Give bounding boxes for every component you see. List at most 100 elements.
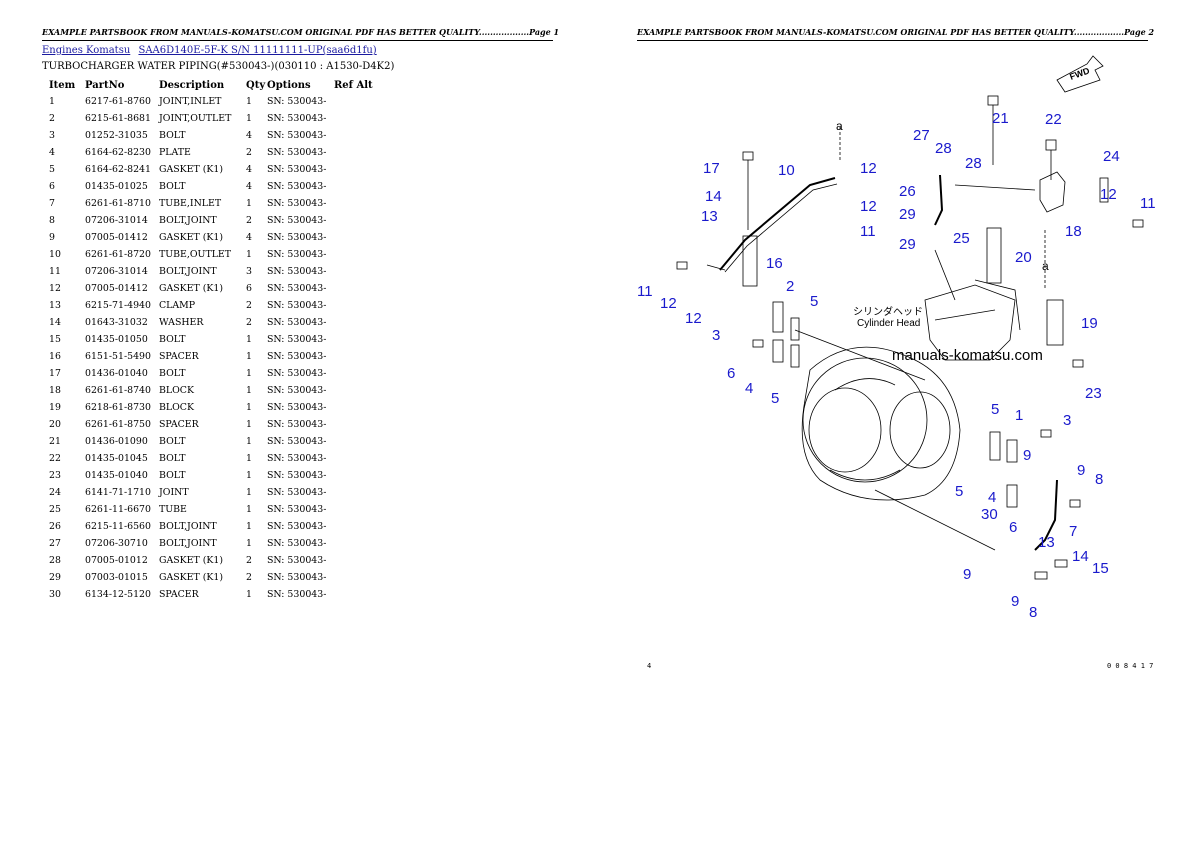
cell-description: BOLT: [159, 368, 186, 379]
cell-description: PLATE: [159, 147, 191, 158]
cell-description: BOLT,JOINT: [159, 521, 217, 532]
cell-ref-alt: [334, 518, 374, 535]
cell-ref-alt: [334, 552, 374, 569]
cell-options: SN: 530043-: [267, 283, 327, 294]
cell-partno: 07206-31014: [85, 266, 148, 277]
cell-options: SN: 530043-: [267, 164, 327, 175]
callout-number: 5: [991, 401, 999, 418]
callout-number: 16: [766, 255, 783, 272]
cell-item: 28: [49, 555, 61, 566]
cell-options: SN: 530043-: [267, 334, 327, 345]
cell-ref-alt: [334, 127, 374, 144]
callout-number: 28: [965, 155, 982, 172]
callout-number: 2: [786, 278, 794, 295]
callout-number: 5: [771, 390, 779, 407]
cell-description: TUBE,INLET: [159, 198, 222, 209]
cell-description: BOLT: [159, 334, 186, 345]
footer-right: 0 0 8 4 1 7: [1107, 662, 1154, 670]
cell-options: SN: 530043-: [267, 249, 327, 260]
callout-number: 12: [860, 198, 877, 215]
cell-ref-alt: [334, 178, 374, 195]
cell-qty: 1: [246, 96, 252, 107]
cell-item: 24: [49, 487, 61, 498]
cell-ref-alt: [334, 144, 374, 161]
cell-item: 7: [49, 198, 55, 209]
cell-ref-alt: [334, 229, 374, 246]
cell-item: 10: [49, 249, 61, 260]
cell-qty: 4: [246, 232, 252, 243]
callout-number: 3: [1063, 412, 1071, 429]
callout-number: 12: [860, 160, 877, 177]
cell-options: SN: 530043-: [267, 521, 327, 532]
cell-item: 4: [49, 147, 55, 158]
parts-table: Item PartNo Description Qty Options Ref …: [42, 77, 374, 603]
cell-description: BLOCK: [159, 402, 194, 413]
cell-description: BLOCK: [159, 385, 194, 396]
callout-number: 20: [1015, 249, 1032, 266]
callout-number: 5: [810, 293, 818, 310]
cell-qty: 1: [246, 351, 252, 362]
callout-number: 29: [899, 206, 916, 223]
callout-number: 8: [1095, 471, 1103, 488]
breadcrumb-model-link[interactable]: SAA6D140E-5F-K S/N 11111111-UP(saa6d1fu): [138, 45, 377, 56]
cell-description: SPACER: [159, 351, 199, 362]
cell-options: SN: 530043-: [267, 113, 327, 124]
cell-ref-alt: [334, 416, 374, 433]
cell-item: 15: [49, 334, 61, 345]
cell-options: SN: 530043-: [267, 538, 327, 549]
cell-ref-alt: [334, 535, 374, 552]
cell-partno: 01435-01025: [85, 181, 148, 192]
cell-options: SN: 530043-: [267, 419, 327, 430]
cell-options: SN: 530043-: [267, 453, 327, 464]
cell-options: SN: 530043-: [267, 198, 327, 209]
cell-item: 19: [49, 402, 61, 413]
callout-number: 9: [1077, 462, 1085, 479]
cell-item: 11: [49, 266, 61, 277]
cell-options: SN: 530043-: [267, 572, 327, 583]
callout-number: 19: [1081, 315, 1098, 332]
callout-number: 18: [1065, 223, 1082, 240]
col-header-ref-alt: Ref Alt: [334, 79, 373, 91]
cell-item: 2: [49, 113, 55, 124]
cell-ref-alt: [334, 467, 374, 484]
callout-number: 12: [660, 295, 677, 312]
turbocharger-icon: [801, 346, 961, 501]
cell-partno: 6151-51-5490: [85, 351, 151, 362]
cell-qty: 3: [246, 266, 252, 277]
cell-partno: 6261-61-8710: [85, 198, 151, 209]
callout-number: 28: [935, 140, 952, 157]
fwd-arrow-icon: [1056, 55, 1104, 93]
cell-qty: 4: [246, 130, 252, 141]
breadcrumb-engines-link[interactable]: Engines Komatsu: [42, 45, 131, 56]
callout-number: 13: [1038, 534, 1055, 551]
cell-options: SN: 530043-: [267, 266, 327, 277]
cell-options: SN: 530043-: [267, 351, 327, 362]
cell-options: SN: 530043-: [267, 215, 327, 226]
cell-partno: 07005-01012: [85, 555, 148, 566]
cell-item: 30: [49, 589, 61, 600]
cell-partno: 07005-01412: [85, 232, 148, 243]
cell-qty: 2: [246, 317, 252, 328]
cell-item: 12: [49, 283, 61, 294]
cell-qty: 1: [246, 113, 252, 124]
cell-qty: 1: [246, 198, 252, 209]
cell-ref-alt: [334, 110, 374, 127]
cell-description: SPACER: [159, 589, 199, 600]
cell-partno: 07005-01412: [85, 283, 148, 294]
exploded-parts-diagram: シリンダヘッド Cylinder Head manuals-komatsu.co…: [637, 55, 1156, 621]
cell-description: BOLT: [159, 130, 186, 141]
cell-partno: 6215-71-4940: [85, 300, 151, 311]
callout-number: 12: [685, 310, 702, 327]
cell-options: SN: 530043-: [267, 385, 327, 396]
